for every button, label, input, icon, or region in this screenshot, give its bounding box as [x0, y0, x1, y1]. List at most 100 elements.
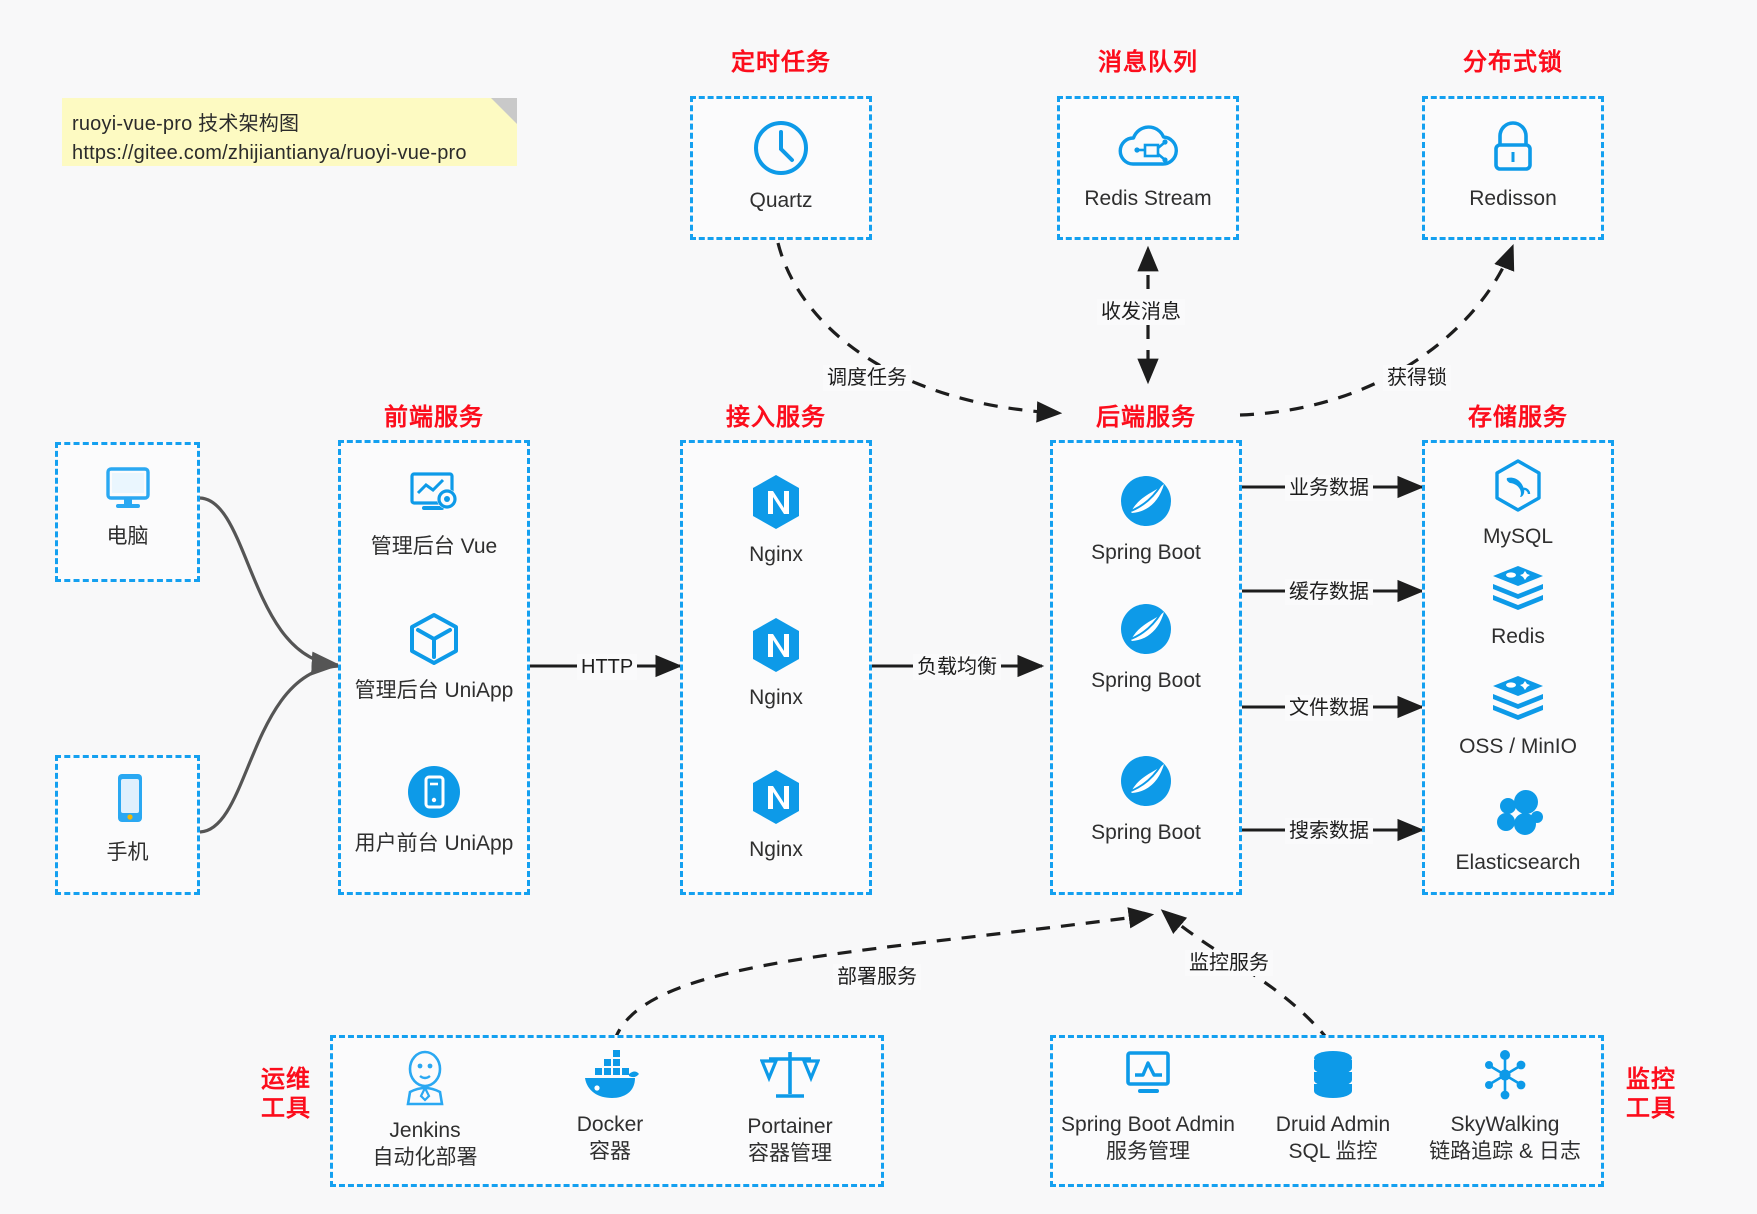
note-card: ruoyi-vue-pro 技术架构图 https://gitee.com/zh…	[62, 98, 517, 166]
nginx-icon	[747, 615, 805, 675]
node-label: 管理后台 Vue	[370, 535, 498, 558]
node-quartz[interactable]: Quartz	[690, 118, 872, 214]
node-sublabel: 链路追踪 & 日志	[1429, 1140, 1581, 1164]
phone-circle-icon	[405, 763, 463, 821]
node-label: Druid Admin	[1275, 1113, 1391, 1136]
group-title-devops-line1: 运维	[261, 1066, 311, 1093]
skywalking-node-icon	[1476, 1048, 1534, 1102]
node-label: 用户前台 UniApp	[354, 832, 514, 855]
node-redis[interactable]: Redis	[1422, 562, 1614, 650]
node-label: Quartz	[749, 189, 813, 212]
node-label: 手机	[106, 841, 149, 864]
nginx-icon	[747, 472, 805, 532]
node-sublabel: 服务管理	[1106, 1140, 1190, 1164]
edge-label-deploy-service: 部署服务	[833, 964, 921, 990]
edge-label-acquire-lock: 获得锁	[1383, 365, 1451, 391]
node-label: Redisson	[1469, 187, 1557, 210]
edge-label-schedule-task: 调度任务	[823, 365, 911, 391]
node-admin-uniapp[interactable]: 管理后台 UniApp	[338, 610, 530, 704]
node-portainer[interactable]: Portainer 容器管理	[705, 1048, 875, 1168]
edge-acquire-lock	[1239, 244, 1515, 417]
node-spring-boot-admin[interactable]: Spring Boot Admin 服务管理	[1048, 1048, 1248, 1166]
node-nginx-3[interactable]: Nginx	[680, 767, 872, 863]
group-title-devops-line2: 工具	[261, 1095, 311, 1123]
spring-boot-icon	[1117, 752, 1175, 810]
edge-label-search-data: 搜索数据	[1285, 818, 1373, 844]
node-skywalking[interactable]: SkyWalking 链路追踪 & 日志	[1410, 1048, 1600, 1166]
edge-label-cache-data: 缓存数据	[1285, 579, 1373, 605]
node-druid-admin[interactable]: Druid Admin SQL 监控	[1248, 1048, 1418, 1166]
elasticsearch-icon	[1490, 786, 1546, 840]
node-admin-vue[interactable]: 管理后台 Vue	[338, 468, 530, 560]
dashboard-settings-icon	[403, 468, 465, 524]
group-title-monitoring: 监控 工具	[1620, 1065, 1682, 1124]
node-label: Portainer	[747, 1115, 833, 1138]
docker-whale-icon	[579, 1048, 641, 1102]
node-jenkins[interactable]: Jenkins 自动化部署	[340, 1048, 510, 1172]
group-title-scheduler: 定时任务	[731, 49, 831, 76]
note-fold-corner	[491, 98, 517, 124]
spring-boot-icon	[1117, 472, 1175, 530]
spring-boot-icon	[1117, 600, 1175, 658]
edge-label-file-data: 文件数据	[1285, 695, 1373, 721]
node-redisson[interactable]: Redisson	[1422, 118, 1604, 212]
node-label: MySQL	[1482, 525, 1553, 548]
edge-desktop-to-frontend	[199, 496, 341, 676]
node-label: Redis Stream	[1084, 187, 1212, 210]
edge-mobile-to-frontend	[199, 664, 339, 834]
cloud-network-icon	[1117, 118, 1179, 176]
node-label: Nginx	[749, 686, 803, 709]
group-title-storage: 存储服务	[1468, 404, 1568, 431]
mobile-phone-icon	[102, 770, 154, 830]
scales-icon	[759, 1048, 821, 1104]
node-redis-stream[interactable]: Redis Stream	[1057, 118, 1239, 212]
group-title-monitoring-line2: 工具	[1626, 1095, 1676, 1123]
group-title-devops: 运维 工具	[255, 1065, 317, 1124]
node-sublabel: SQL 监控	[1288, 1140, 1378, 1164]
node-label: Elasticsearch	[1455, 851, 1581, 874]
note-url: https://gitee.com/zhijiantianya/ruoyi-vu…	[72, 142, 467, 164]
node-spring-boot-1[interactable]: Spring Boot	[1050, 472, 1242, 566]
node-elasticsearch[interactable]: Elasticsearch	[1422, 786, 1614, 876]
node-label: SkyWalking	[1450, 1113, 1560, 1136]
node-docker[interactable]: Docker 容器	[525, 1048, 695, 1166]
clock-icon	[751, 118, 811, 178]
group-title-frontend: 前端服务	[384, 404, 484, 431]
edge-monitor-service	[1160, 909, 1332, 1044]
jenkins-butler-icon	[397, 1048, 453, 1108]
node-oss-minio[interactable]: OSS / MinIO	[1422, 672, 1614, 760]
edge-schedule-task	[776, 242, 1063, 423]
node-desktop[interactable]: 电脑	[55, 462, 200, 550]
node-label: Nginx	[749, 838, 803, 861]
note-title: ruoyi-vue-pro 技术架构图	[72, 113, 300, 135]
node-label: Redis	[1491, 625, 1545, 648]
node-sublabel: 容器管理	[748, 1142, 832, 1166]
redis-stack-icon	[1489, 562, 1547, 614]
node-mysql[interactable]: MySQL	[1422, 458, 1614, 550]
group-title-distributed-lock: 分布式锁	[1463, 49, 1563, 76]
lock-icon	[1485, 118, 1541, 176]
edge-label-business-data: 业务数据	[1285, 475, 1373, 501]
node-label: 电脑	[106, 525, 149, 548]
node-label: 管理后台 UniApp	[354, 679, 514, 702]
edge-label-monitor-service: 监控服务	[1185, 950, 1273, 976]
monitor-chart-icon	[1119, 1048, 1177, 1102]
node-label: Spring Boot	[1091, 821, 1201, 844]
node-sublabel: 容器	[589, 1140, 631, 1164]
node-spring-boot-3[interactable]: Spring Boot	[1050, 752, 1242, 846]
node-user-uniapp[interactable]: 用户前台 UniApp	[338, 763, 530, 857]
node-spring-boot-2[interactable]: Spring Boot	[1050, 600, 1242, 694]
nginx-icon	[747, 767, 805, 827]
group-box-storage	[1422, 440, 1614, 895]
node-mobile[interactable]: 手机	[55, 770, 200, 866]
node-label: Nginx	[749, 543, 803, 566]
group-box-client-desktop	[55, 442, 200, 582]
node-label: Spring Boot Admin	[1061, 1113, 1235, 1136]
group-box-scheduler	[690, 96, 872, 240]
node-nginx-1[interactable]: Nginx	[680, 472, 872, 568]
node-nginx-2[interactable]: Nginx	[680, 615, 872, 711]
node-label: OSS / MinIO	[1459, 735, 1577, 758]
edge-label-send-receive-message: 收发消息	[1097, 299, 1185, 325]
group-title-backend: 后端服务	[1096, 404, 1196, 431]
